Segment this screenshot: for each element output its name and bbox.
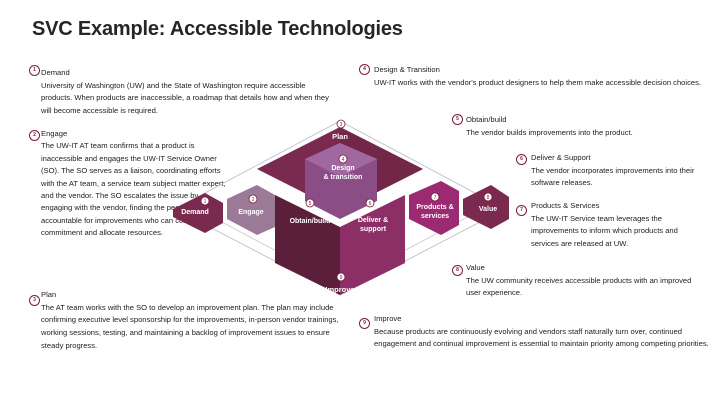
- marker-5: 5: [305, 198, 315, 208]
- svg-text:9: 9: [340, 275, 343, 281]
- step-number-demand: 1: [29, 65, 40, 76]
- step-obtain: Obtain/build The vendor builds improveme…: [466, 114, 706, 139]
- step-products: Products & Services The UW-IT Service te…: [531, 200, 706, 251]
- step-plan: Plan The AT team works with the SO to de…: [41, 289, 341, 353]
- obtain-build-face: [275, 195, 340, 295]
- step-heading: Design & Transition: [374, 65, 440, 74]
- step-body: The vendor builds improvements into the …: [466, 127, 633, 137]
- service-value-chain-diagram: Plan Design & transition Demand Engage O…: [173, 119, 509, 296]
- marker-2: 2: [248, 194, 258, 204]
- step-heading: Value: [466, 263, 485, 272]
- improve-label: Improve: [325, 285, 354, 294]
- obtain-label: Obtain/build: [290, 218, 331, 225]
- step-number-deliver: 6: [516, 154, 527, 165]
- deliver-support-face: [340, 195, 405, 295]
- deliver-label-1: Deliver &: [358, 217, 388, 224]
- step-body: University of Washington (UW) and the St…: [41, 80, 329, 116]
- slide-title: SVC Example: Accessible Technologies: [32, 18, 403, 40]
- step-body: The UW-IT AT team confirms that a produc…: [41, 141, 226, 238]
- step-number-products: 7: [516, 205, 527, 216]
- step-heading: Demand: [41, 68, 70, 77]
- marker-6: 6: [365, 198, 375, 208]
- products-label-1: Products &: [416, 204, 453, 211]
- design-label-2: & transition: [324, 174, 363, 181]
- step-design: Design & Transition UW-IT works with the…: [374, 64, 704, 89]
- plan-label: Plan: [332, 132, 348, 141]
- step-number-obtain: 5: [452, 114, 463, 125]
- step-body: The UW-IT Service team leverages the imp…: [531, 213, 678, 249]
- step-body: The UW community receives accessible pro…: [466, 275, 692, 298]
- step-body: The AT team works with the SO to develop…: [41, 302, 339, 350]
- svg-text:3: 3: [340, 122, 343, 128]
- step-body: Because products are continuously evolvi…: [374, 326, 709, 349]
- svg-text:7: 7: [434, 195, 437, 201]
- step-heading: Engage: [41, 129, 68, 138]
- step-body: UW-IT works with the vendor's product de…: [374, 77, 702, 87]
- marker-8: 8: [483, 192, 493, 202]
- step-engage: Engage The UW-IT AT team confirms that a…: [41, 128, 227, 240]
- step-deliver: Deliver & Support The vendor incorporate…: [531, 152, 706, 190]
- marker-4: 4: [338, 154, 348, 164]
- step-number-engage: 2: [29, 130, 40, 141]
- step-heading: Obtain/build: [466, 115, 507, 124]
- svg-text:8: 8: [487, 195, 490, 201]
- step-heading: Improve: [374, 314, 402, 323]
- step-value: Value The UW community receives accessib…: [466, 262, 706, 300]
- marker-1: 1: [200, 196, 210, 206]
- svg-text:4: 4: [342, 157, 345, 163]
- products-label-2: services: [421, 213, 449, 220]
- step-number-improve: 9: [359, 318, 370, 329]
- step-improve: Improve Because products are continuousl…: [374, 313, 709, 351]
- step-number-value: 8: [452, 265, 463, 276]
- marker-9: 9: [336, 272, 346, 282]
- svg-text:2: 2: [252, 197, 255, 203]
- step-heading: Deliver & Support: [531, 153, 591, 162]
- svg-text:1: 1: [204, 199, 207, 205]
- svg-text:6: 6: [369, 201, 372, 207]
- value-label: Value: [479, 206, 497, 213]
- design-label-1: Design: [331, 165, 354, 172]
- step-heading: Plan: [41, 290, 57, 299]
- step-heading: Products & Services: [531, 201, 600, 210]
- value-tile: [463, 185, 509, 229]
- svg-text:5: 5: [309, 201, 312, 207]
- demand-label: Demand: [181, 209, 209, 216]
- marker-7: 7: [430, 192, 440, 202]
- engage-tile: [227, 185, 275, 235]
- demand-tile: [173, 193, 223, 233]
- deliver-label-2: support: [360, 226, 387, 233]
- step-number-design: 4: [359, 64, 370, 75]
- marker-3: 3: [336, 119, 346, 129]
- step-body: The vendor incorporates improvements int…: [531, 165, 695, 188]
- engage-label: Engage: [238, 209, 263, 216]
- step-demand: Demand University of Washington (UW) and…: [41, 67, 331, 118]
- products-services-tile: [409, 181, 459, 235]
- step-number-plan: 3: [29, 295, 40, 306]
